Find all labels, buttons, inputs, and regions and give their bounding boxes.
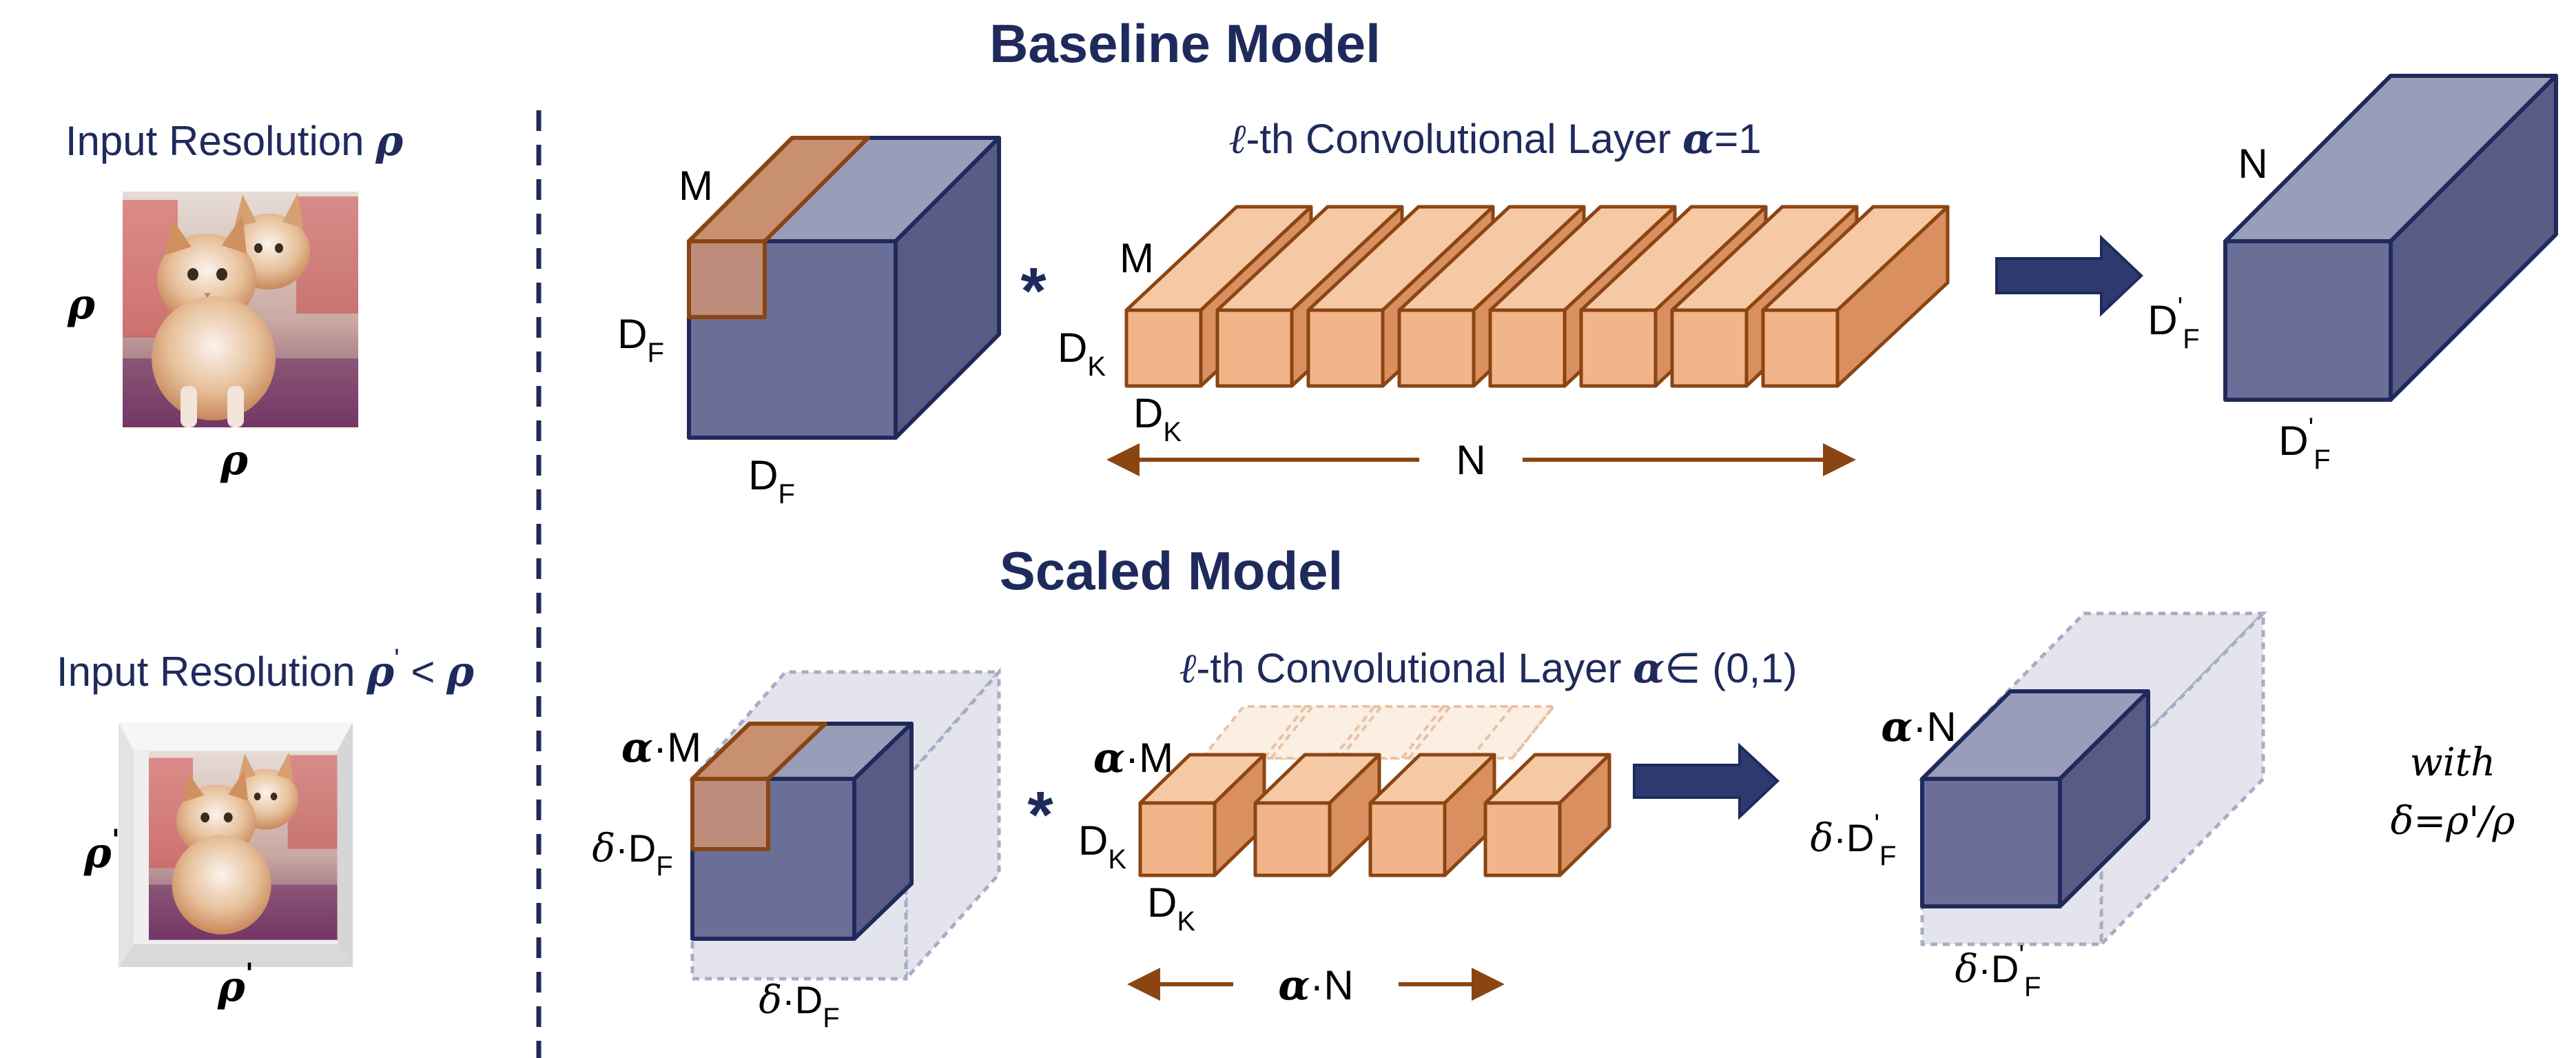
baseline-layer-label: ℓ-th Convolutional Layer α=1 xyxy=(1228,115,1761,163)
scaled-kernel-width-label: DK xyxy=(1147,879,1195,937)
baseline-input-image xyxy=(123,192,358,427)
baseline-input-feature-cube xyxy=(687,136,1001,440)
with-label: with xyxy=(2410,740,2495,785)
baseline-image-side-label: ρ xyxy=(67,281,96,329)
kernel-filter xyxy=(1138,753,1266,877)
baseline-kernel-stack xyxy=(1124,205,1950,388)
baseline-kernel-depth-label: M xyxy=(1120,235,1154,281)
baseline-input-height-label: DF xyxy=(617,311,664,368)
scaled-output-feature-cube xyxy=(1920,689,2150,908)
scaled-image-side-label: ρ' xyxy=(83,824,120,877)
kernel-filter xyxy=(1483,753,1611,877)
scaled-kernel-depth-label: α·M xyxy=(1093,734,1173,782)
kernel-filter xyxy=(1368,753,1496,877)
baseline-input-depth-label: M xyxy=(679,163,713,209)
kitten-photo xyxy=(152,193,310,427)
scaled-input-depth-label: α·M xyxy=(621,724,701,772)
scaled-title: Scaled Model xyxy=(1000,540,1343,601)
scaled-input-resolution-label: Input Resolution ρ' < ρ xyxy=(56,644,475,696)
scaled-input-width-label: δ·DF xyxy=(759,978,839,1033)
baseline-input-width-label: DF xyxy=(748,452,795,509)
baseline-kernel-width-label: DK xyxy=(1133,390,1182,447)
scaled-input-image xyxy=(119,722,353,967)
scaled-kernel-stack xyxy=(1138,753,1611,877)
scaled-layer-label: ℓ-th Convolutional Layer α∈ (0,1) xyxy=(1179,644,1797,693)
baseline-output-width-label: D'F xyxy=(2278,413,2330,475)
kernel-filter xyxy=(1761,205,1950,388)
baseline-title: Baseline Model xyxy=(989,13,1381,74)
scaled-kernel-height-label: DK xyxy=(1078,817,1126,875)
baseline-num-filters-label: N xyxy=(1456,437,1485,483)
baseline-output-height-label: D'F xyxy=(2147,292,2199,354)
scaled-output-depth-label: α·N xyxy=(1881,703,1957,751)
scaled-input-feature-cube xyxy=(690,722,914,941)
kitten-photo xyxy=(172,752,299,935)
scaled-num-filters-label: α·N xyxy=(1278,962,1354,1010)
baseline-kernel-height-label: DK xyxy=(1058,325,1106,382)
scaled-kernel-ghosts xyxy=(1199,705,1555,760)
delta-definition: δ=ρ'/ρ xyxy=(2391,799,2515,844)
baseline-output-feature-cube xyxy=(2223,74,2558,402)
baseline-image-bottom-label: ρ xyxy=(220,436,249,485)
baseline-output-depth-label: N xyxy=(2238,141,2267,187)
baseline-input-resolution-label: Input Resolution ρ xyxy=(65,117,404,165)
scaled-input-height-label: δ·DF xyxy=(592,826,672,882)
right-arrow-icon xyxy=(1633,742,1780,820)
kernel-ghost xyxy=(1337,705,1447,760)
scaled-output-width-label: δ·D'F xyxy=(1955,940,2041,1002)
scaled-output-height-label: δ·D'F xyxy=(1811,809,1897,871)
convolution-star-icon: * xyxy=(1027,778,1053,852)
right-arrow-icon xyxy=(1995,234,2143,317)
kernel-filter xyxy=(1253,753,1381,877)
convolution-star-icon: * xyxy=(1020,254,1047,328)
scaled-image-bottom-label: ρ' xyxy=(217,957,254,1011)
